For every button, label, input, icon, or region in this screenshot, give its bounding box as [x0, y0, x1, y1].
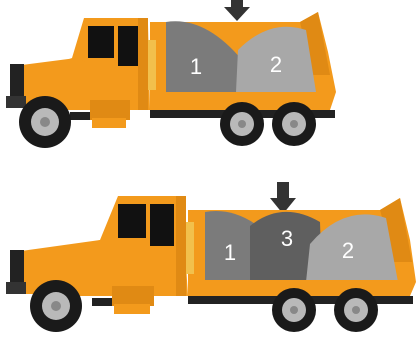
load-label-1: 1 — [224, 240, 236, 265]
down-arrow-icon — [270, 182, 296, 214]
load-label-2: 2 — [342, 238, 354, 263]
down-arrow-icon — [224, 0, 250, 21]
rear-wheel-2 — [334, 288, 378, 332]
truck-top: 1 2 — [6, 0, 336, 148]
load-label-1: 1 — [190, 54, 202, 79]
truck-bottom: 1 3 2 — [6, 182, 416, 332]
front-wheel — [30, 280, 82, 332]
load-label-2: 2 — [270, 52, 282, 77]
front-wheel — [19, 96, 71, 148]
rear-wheel-2 — [272, 102, 316, 146]
load-label-3: 3 — [281, 226, 293, 251]
rear-wheel-1 — [220, 102, 264, 146]
rear-wheel-1 — [272, 288, 316, 332]
